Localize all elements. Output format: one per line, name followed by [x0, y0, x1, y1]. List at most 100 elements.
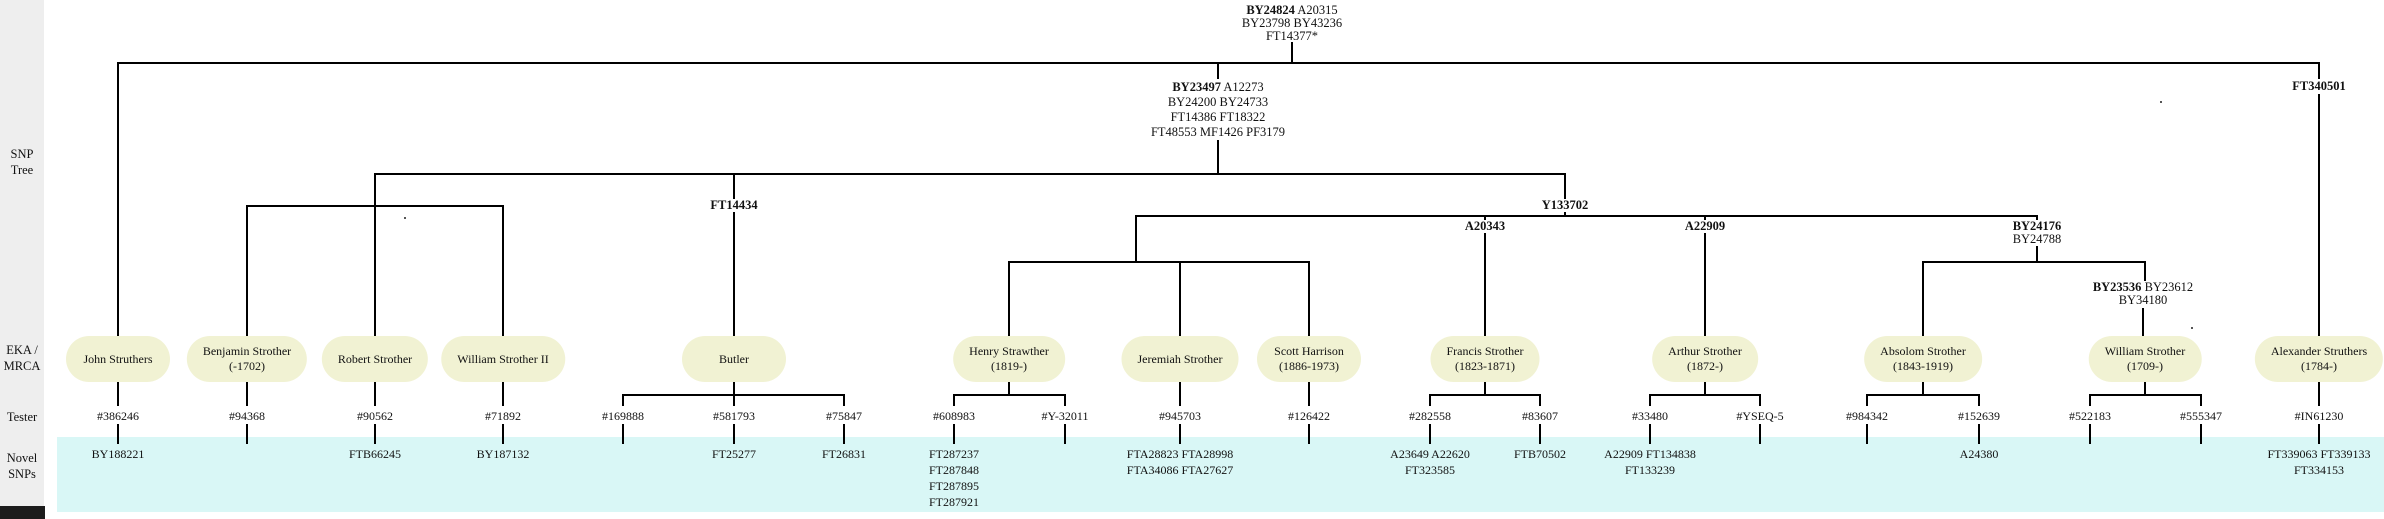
- tester-id: #90562: [357, 409, 393, 423]
- connector-line: [2318, 381, 2320, 406]
- tester-id: #75847: [826, 409, 862, 423]
- connector-line: [374, 206, 376, 337]
- novel-snp: FTB66245: [348, 447, 402, 461]
- novel-snp: FT287921: [928, 495, 980, 509]
- eka-oval-francis-strother: Francis Strother(1823-1871): [1430, 336, 1540, 382]
- connector-line: [1922, 261, 2146, 263]
- connector-line: [1008, 261, 1310, 263]
- novel-snp: A24380: [1959, 447, 1999, 461]
- connector-line: [1704, 381, 1706, 395]
- tester-id: #YSEQ-5: [1736, 409, 1784, 423]
- tester-id: #152639: [1958, 409, 2000, 423]
- eka-oval-william-strother-1709: William Strother(1709-): [2088, 336, 2202, 382]
- connector-line: [1308, 424, 1310, 444]
- snp-node-a20343: A20343: [1465, 220, 1505, 233]
- novel-snp-group: FT26831: [822, 446, 866, 462]
- connector-line: [2318, 94, 2320, 337]
- row-label-novel-snps: Novel SNPs: [0, 450, 44, 482]
- row-label-snp-tree-line2: Tree: [10, 163, 34, 177]
- connector-line: [1179, 262, 1181, 337]
- novel-snp-group: FTB66245: [349, 446, 401, 462]
- connector-line: [953, 394, 1066, 396]
- connector-line: [1704, 233, 1706, 337]
- snp-label-a22909: A22909: [1684, 219, 1726, 233]
- novel-snp: FTA34086 FTA27627: [1126, 463, 1234, 477]
- connector-line: [1179, 381, 1181, 406]
- tester-id: #IN61230: [2294, 409, 2344, 423]
- connector-line: [246, 424, 248, 444]
- connector-line: [1484, 233, 1486, 337]
- snp-label-by23612: BY23612: [2144, 280, 2194, 294]
- snp-label-by34180: BY34180: [2118, 293, 2168, 307]
- novel-snp: FT287848: [928, 463, 980, 477]
- eka-oval-jeremiah-strother: Jeremiah Strother: [1121, 336, 1239, 382]
- eka-name: Francis Strother: [1446, 344, 1524, 358]
- snp-label-by24788: BY24788: [2012, 232, 2062, 246]
- eka-name: Butler: [719, 351, 749, 366]
- snp-label-by24176: BY24176: [2012, 219, 2062, 233]
- snp-label-a20315: A20315: [1297, 3, 1338, 17]
- novel-snp-group: BY188221: [92, 446, 145, 462]
- eka-oval-alexander-struthers: Alexander Struthers(1784-): [2254, 336, 2384, 382]
- connector-line: [733, 174, 735, 199]
- eka-oval-arthur-strother: Arthur Strother(1872-): [1652, 336, 1758, 382]
- eka-oval-benjamin-strother: Benjamin Strother(-1702): [186, 336, 308, 382]
- eka-name: Henry Strawther: [969, 344, 1049, 358]
- bottom-left-corner: [0, 506, 45, 519]
- connector-line: [2142, 308, 2144, 337]
- connector-line: [1866, 395, 1868, 406]
- tester-id: #33480: [1632, 409, 1668, 423]
- tester-id: #581793: [713, 409, 755, 423]
- eka-dates: (1709-): [2126, 359, 2163, 373]
- connector-line: [374, 174, 376, 206]
- novel-snp: FT339063 FT339133: [2267, 447, 2371, 461]
- connector-line: [1429, 395, 1431, 406]
- row-label-novel-line2: SNPs: [8, 467, 36, 481]
- tester-id: #608983: [933, 409, 975, 423]
- novel-snp-group: FTB70502: [1514, 446, 1566, 462]
- connector-line: [1217, 63, 1219, 79]
- novel-snp-group: A23649 A22620 FT323585: [1390, 446, 1470, 478]
- connector-line: [1704, 216, 1706, 220]
- row-label-eka-mrca: EKA / MRCA: [0, 342, 44, 374]
- connector-line: [733, 395, 735, 406]
- snp-node-y133702: Y133702: [1542, 199, 1589, 212]
- connector-line: [1484, 381, 1486, 395]
- snp-node-ft14434: FT14434: [710, 199, 757, 212]
- tester-id: #984342: [1846, 409, 1888, 423]
- eka-dates: (1886-1973): [1279, 359, 1339, 373]
- snp-node-a22909: A22909: [1685, 220, 1725, 233]
- snp-label-a12273: A12273: [1223, 80, 1264, 94]
- connector-line: [2089, 395, 2091, 406]
- snp-label-ft14434: FT14434: [710, 198, 758, 212]
- novel-snp-group: FT287237 FT287848 FT287895 FT287921: [929, 446, 979, 510]
- eka-name: John Struthers: [83, 351, 153, 366]
- connector-line: [1429, 394, 1541, 396]
- snp-label-root-line2: BY23798 BY43236: [1241, 16, 1343, 30]
- snp-label-by23497: BY23497: [1172, 80, 1221, 94]
- connector-line: [1866, 424, 1868, 444]
- novel-snp: FT334153: [2293, 463, 2345, 477]
- novel-snp: A23649 A22620: [1390, 447, 1470, 461]
- connector-line: [1308, 381, 1310, 406]
- connector-line: [1649, 424, 1651, 444]
- novel-snp: BY188221: [91, 447, 145, 461]
- tester-id: #386246: [97, 409, 139, 423]
- novel-snp-group: FT339063 FT339133 FT334153: [2267, 446, 2370, 478]
- connector-line: [843, 395, 845, 406]
- connector-line: [2200, 395, 2202, 406]
- eka-name: Scott Harrison: [1274, 344, 1344, 358]
- connector-line: [1484, 216, 1486, 220]
- connector-line: [374, 173, 1566, 175]
- eka-dates: (1843-1919): [1892, 359, 1953, 373]
- snp-node-by24176: BY24176 BY24788: [2013, 220, 2062, 246]
- tester-id: #126422: [1288, 409, 1330, 423]
- connector-line: [1135, 215, 2038, 217]
- eka-name: Benjamin Strother: [202, 344, 292, 358]
- connector-line: [246, 206, 248, 337]
- snp-node-root: BY24824 A20315 BY23798 BY43236 FT14377*: [1242, 4, 1342, 43]
- row-label-snp-tree: SNP Tree: [0, 146, 44, 178]
- novel-snp: FT323585: [1404, 463, 1456, 477]
- stray-dot: [2191, 327, 2193, 329]
- connector-line: [2318, 63, 2320, 79]
